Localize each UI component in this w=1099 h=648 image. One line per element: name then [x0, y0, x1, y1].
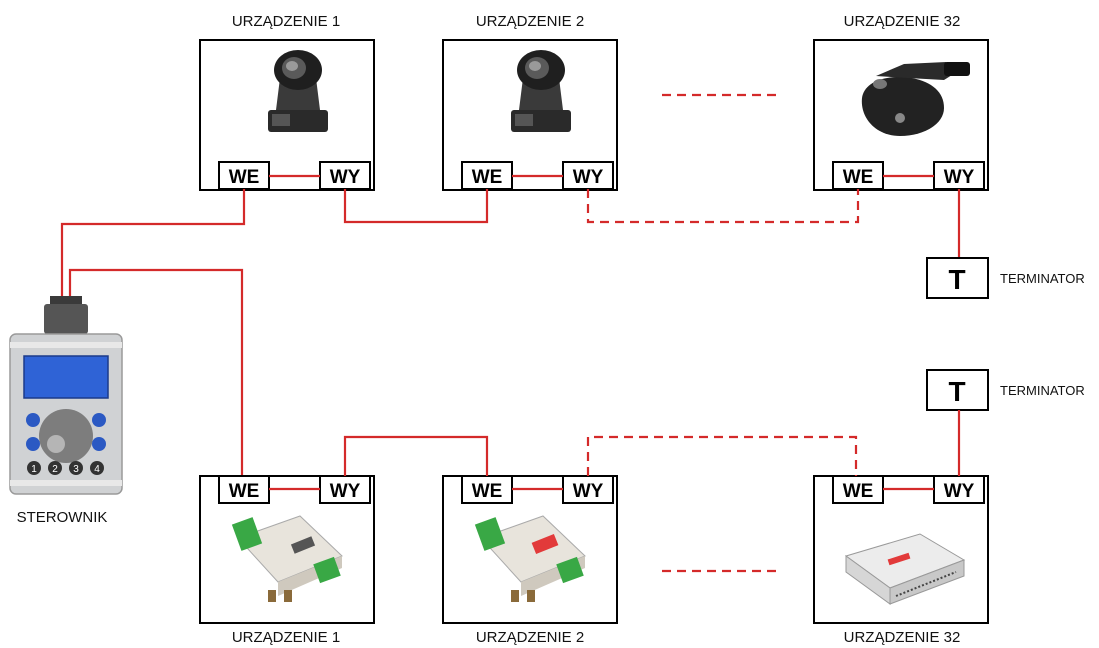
in-port-label: WE	[229, 481, 260, 502]
out-port-label: WY	[944, 167, 975, 188]
bottom-device-2-out-port[interactable]: WY	[563, 476, 613, 503]
number-button-2[interactable]: 2	[48, 461, 62, 475]
top-device-2-label: URZĄDZENIE 2	[476, 13, 584, 30]
terminator-bottom: T	[927, 370, 988, 410]
in-port-label: WE	[229, 167, 260, 188]
out-port-label: WY	[573, 481, 604, 502]
top-device-1-label: URZĄDZENIE 1	[232, 13, 340, 30]
bottom-device-1-in-port[interactable]: WE	[219, 476, 269, 503]
controller-device: 1 2 3 4	[10, 296, 122, 494]
in-port-label: WE	[843, 481, 874, 502]
bottom-device-32-label: URZĄDZENIE 32	[844, 629, 961, 646]
jog-wheel[interactable]	[39, 409, 93, 463]
button-number: 2	[52, 464, 58, 475]
bottom-device-2-in-port[interactable]: WE	[462, 476, 512, 503]
controller-label: STEROWNIK	[17, 509, 108, 526]
function-button[interactable]	[26, 413, 40, 427]
cable-bottom-2-to-32-dashed	[588, 437, 856, 476]
out-port-label: WY	[573, 167, 604, 188]
function-button[interactable]	[26, 437, 40, 451]
bottom-device-1-label: URZĄDZENIE 1	[232, 629, 340, 646]
top-device-1-in-port[interactable]: WE	[219, 162, 269, 189]
top-device-32-in-port[interactable]: WE	[833, 162, 883, 189]
xlr-connector	[44, 304, 88, 334]
terminator-symbol: T	[948, 264, 965, 295]
button-number: 3	[73, 464, 79, 475]
top-device-2-out-port[interactable]: WY	[563, 162, 613, 189]
in-port-label: WE	[472, 167, 503, 188]
number-button-1[interactable]: 1	[27, 461, 41, 475]
top-device-32-out-port[interactable]: WY	[934, 162, 984, 189]
bottom-device-32-out-port[interactable]: WY	[934, 476, 984, 503]
button-number: 1	[31, 464, 37, 475]
bottom-device-2-label: URZĄDZENIE 2	[476, 629, 584, 646]
top-device-32-label: URZĄDZENIE 32	[844, 13, 961, 30]
terminator-symbol: T	[948, 376, 965, 407]
cable-controller-to-top	[62, 189, 244, 300]
cable-bottom-1-to-2	[345, 437, 487, 476]
top-device-1-out-port[interactable]: WY	[320, 162, 370, 189]
top-device-2-in-port[interactable]: WE	[462, 162, 512, 189]
in-port-label: WE	[843, 167, 874, 188]
out-port-label: WY	[330, 167, 361, 188]
out-port-label: WY	[944, 481, 975, 502]
cable-top-2-to-32-dashed	[588, 189, 858, 222]
button-number: 4	[94, 464, 100, 475]
bottom-device-32-in-port[interactable]: WE	[833, 476, 883, 503]
number-button-4[interactable]: 4	[90, 461, 104, 475]
terminator-top-label: TERMINATOR	[1000, 271, 1085, 286]
cable-top-1-to-2	[345, 189, 487, 222]
bottom-device-1-out-port[interactable]: WY	[320, 476, 370, 503]
function-button[interactable]	[92, 437, 106, 451]
lcd-screen	[24, 356, 108, 398]
terminator-top: T	[927, 258, 988, 298]
number-button-3[interactable]: 3	[69, 461, 83, 475]
in-port-label: WE	[472, 481, 503, 502]
out-port-label: WY	[330, 481, 361, 502]
function-button[interactable]	[92, 413, 106, 427]
terminator-bottom-label: TERMINATOR	[1000, 383, 1085, 398]
